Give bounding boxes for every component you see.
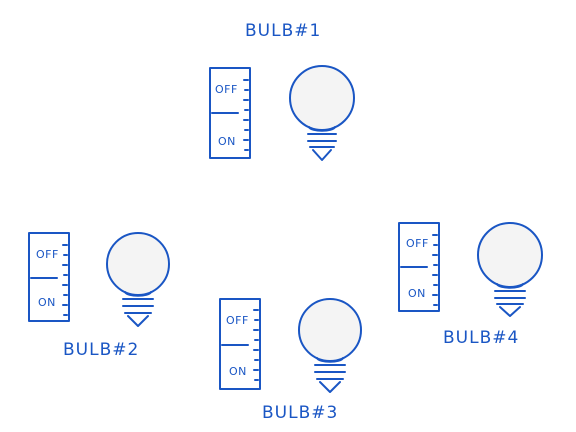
bulb-4-switch-on-label: ON — [408, 287, 426, 300]
bulb-4-glass — [477, 222, 543, 288]
bulb-4-tip — [499, 306, 521, 317]
bulb-2-tip — [127, 315, 149, 327]
bulb-1-switch-frame — [209, 67, 251, 159]
bulb-4-icon — [477, 222, 543, 317]
bulb-1-switch-on-label: ON — [218, 135, 236, 148]
bulb-3-title: BULB#3 — [262, 403, 338, 423]
bulb-1-switch-off-label: OFF — [215, 83, 238, 96]
bulb-3-base-threads — [314, 364, 346, 380]
bulb-4-title: BULB#4 — [443, 328, 519, 348]
bulb-2-glass — [106, 232, 170, 296]
bulb-4-base-threads — [494, 290, 526, 305]
bulb-group-2: OFF ON BULB#2 — [28, 232, 170, 360]
bulb-2-icon — [106, 232, 170, 327]
bulb-4-switch-ticks — [432, 234, 438, 306]
bulb-2-switch[interactable]: OFF ON — [28, 232, 70, 322]
bulb-3-switch-off-label: OFF — [226, 314, 249, 327]
bulb-3-switch-ticks — [253, 309, 259, 381]
bulb-group-4: OFF ON BULB#4 — [398, 222, 543, 348]
bulb-3-tip — [319, 381, 341, 393]
bulb-4-switch[interactable]: OFF ON — [398, 222, 440, 312]
bulb-2-neck — [124, 291, 152, 297]
bulb-group-1: BULB#1 OFF ON — [209, 21, 355, 161]
bulb-1-tip — [312, 149, 332, 161]
bulb-2-switch-frame — [28, 232, 70, 322]
bulb-3-switch-frame — [219, 298, 261, 390]
bulb-1-switch-ticks — [243, 79, 249, 151]
bulb-3-neck — [316, 357, 344, 363]
bulb-2-switch-on-label: ON — [38, 296, 56, 309]
bulb-2-switch-off-label: OFF — [36, 248, 59, 261]
bulb-2-title: BULB#2 — [63, 340, 139, 360]
bulb-1-title: BULB#1 — [245, 21, 321, 41]
bulb-3-switch[interactable]: OFF ON — [219, 298, 261, 390]
bulb-3-icon — [298, 298, 362, 393]
bulb-1-switch[interactable]: OFF ON — [209, 67, 251, 159]
bulb-1-glass — [289, 65, 355, 131]
bulb-group-3: OFF ON BULB#3 — [219, 298, 362, 423]
bulb-3-glass — [298, 298, 362, 362]
bulb-2-switch-ticks — [62, 244, 68, 316]
bulb-1-icon — [289, 65, 355, 161]
bulb-4-switch-frame — [398, 222, 440, 312]
bulb-2-base-threads — [122, 298, 154, 314]
bulb-4-neck — [496, 283, 524, 289]
bulb-1-base-threads — [307, 133, 337, 148]
bulb-3-switch-on-label: ON — [229, 365, 247, 378]
bulb-1-neck — [308, 126, 336, 132]
bulb-4-switch-off-label: OFF — [406, 237, 429, 250]
